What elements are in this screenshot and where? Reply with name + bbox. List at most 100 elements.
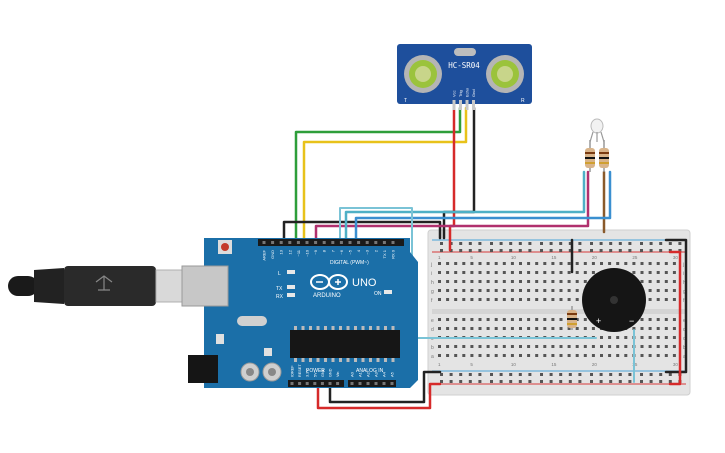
column-number: 5 [470,362,473,367]
digital-pin-label: TX 1 [382,249,387,258]
column-number: 20 [592,362,598,367]
sensor-name: HC-SR04 [448,61,480,70]
column-number: 15 [551,362,557,367]
power-pin-label: GND [329,368,333,377]
buzzer-plus-label: + [596,316,601,326]
wire-red-vcc [448,106,456,252]
row-letter: i [431,271,432,277]
wires [282,106,688,410]
digital-pin-label: ~11 [296,249,301,256]
resistor-led-1 [585,140,595,172]
column-number: 10 [511,362,517,367]
power-pin-label: IOREF [291,365,295,377]
row-letter: i [683,271,684,277]
wire-rail-black-right [664,238,688,374]
resistor-buzzer [567,306,577,330]
analog-pin-label: A1 [358,371,363,377]
row-letter: b [683,345,686,351]
row-letter: g [431,289,434,295]
row-letter: a [431,354,434,360]
header-analog-label: ANALOG IN [356,368,384,374]
wire-cyan-buzzer [339,207,597,339]
digital-pin-label: 8 [322,249,327,252]
wire-black-gnd-bottom [328,370,442,404]
analog-pin-label: A3 [374,371,379,377]
arduino-uno: L TX RX ON ARDUINO UNO DIGITAL (PWM~) PO… [181,238,418,388]
digital-pin-label: ~5 [348,249,353,254]
led-label-l: L [278,271,281,277]
wire-rail-red-right [668,250,682,386]
sensor-pin [459,100,462,110]
wire-magenta [314,170,590,240]
piezo-buzzer: + − [582,268,646,332]
wire-green [294,106,462,240]
row-letter: e [431,318,434,324]
digital-pin-label: ~10 [305,249,310,257]
column-number: 1 [438,255,441,260]
column-number: 30 [673,255,679,260]
column-number: 20 [592,255,598,260]
row-letter: a [683,354,686,360]
row-letter: c [683,336,686,342]
power-pin-label: GND [321,368,325,377]
digital-pin-label: 4 [356,249,361,252]
row-letter: g [683,289,686,295]
arduino-logo-icon [310,274,348,290]
wire-black-top [282,220,442,240]
sensor-pin-label: Gnd [471,89,476,97]
usb-cable [8,266,183,306]
led-label-tx: TX [276,286,283,292]
column-number: 15 [551,255,557,260]
column-number: 5 [470,255,473,260]
row-letter: h [683,280,686,286]
row-letter: f [683,298,685,304]
arduino-model: UNO [352,277,377,289]
wire-red-5v [316,382,442,410]
sensor-pin [472,100,475,110]
header-digital-label: DIGITAL (PWM~) [330,260,369,266]
digital-pin-label: AREF [262,249,267,260]
power-pin-label: 5V [313,372,317,377]
sensor-pin-label: Trig [458,90,463,97]
column-number: 10 [511,255,517,260]
digital-pin-label: 13 [279,249,284,254]
sensor-pin-label: Echo [465,87,470,97]
resistor-led-2 [599,140,609,172]
column-number: 25 [632,362,638,367]
led-label-rx: RX [276,294,284,300]
sensor-mark-r: R [521,98,525,104]
digital-pin-label: ~9 [313,249,318,254]
sensor-pin-label: Vcc [452,90,457,97]
row-letter: b [431,345,434,351]
wire-yellow [302,106,468,240]
analog-pin-label: A2 [366,371,371,377]
sensor-pin [465,100,469,110]
buzzer-minus-label: − [629,316,634,326]
header-power-label: POWER [306,368,325,374]
digital-pin-label: 2 [373,249,378,252]
arduino-brand: ARDUINO [313,293,341,299]
power-pin-label: RESET [298,364,302,377]
row-letter: f [431,298,433,304]
sensor-pin [452,100,456,110]
row-letter: d [431,327,434,333]
analog-pin-label: A0 [350,371,355,377]
analog-pin-label: A5 [390,371,395,377]
row-letter: e [683,318,686,324]
digital-pin-label: GND [270,250,275,259]
digital-pin-label: ~3 [365,249,370,254]
power-pin-label: 3.3V [306,369,310,377]
digital-pin-label: 12 [287,249,292,254]
row-letter: h [431,280,434,286]
digital-pin-label: ~6 [339,249,344,254]
analog-pin-label: A4 [382,371,387,377]
row-letter: j [430,262,432,268]
digital-pin-label: 7 [330,249,335,252]
power-pin-label: Vin [336,372,340,377]
column-number: 1 [438,362,441,367]
wire-cyan-led [344,170,586,240]
led-rgb [589,118,605,143]
